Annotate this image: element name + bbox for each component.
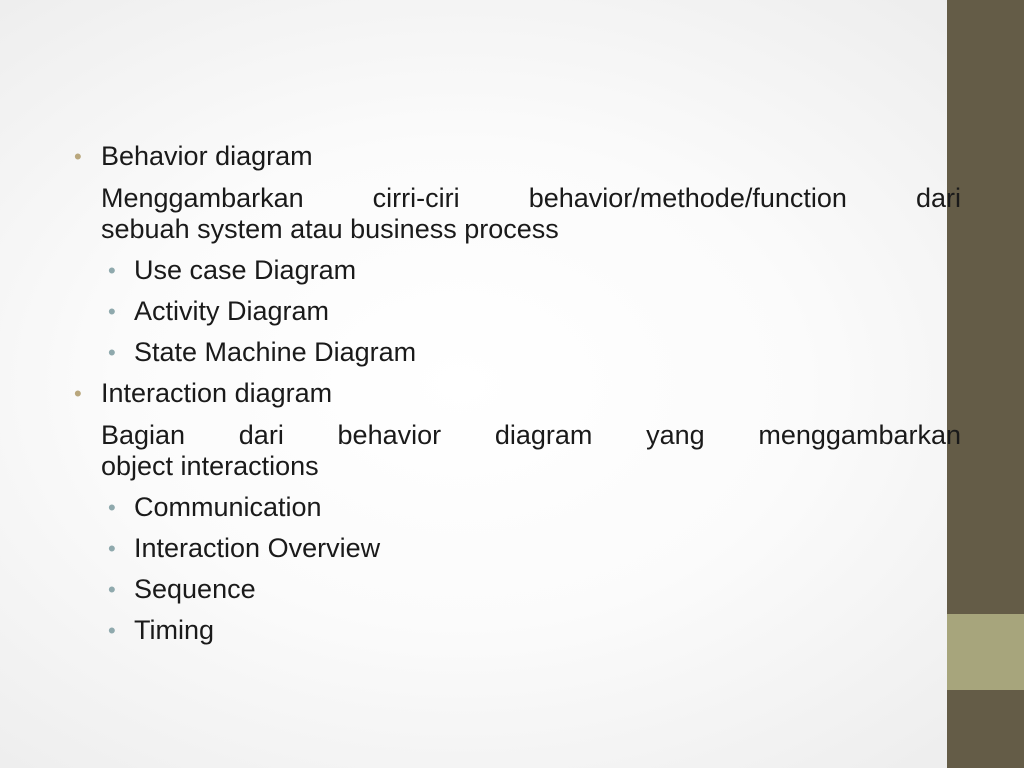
sub-bullet-icon: • [108, 495, 116, 520]
sub-bullet-label: Timing [134, 615, 215, 645]
sub-bullet-label: Sequence [134, 574, 256, 604]
bullet-interaction-diagram: • Interaction diagram [74, 378, 333, 409]
sub-bullet-sequence: • Sequence [108, 574, 256, 605]
sub-bullet-icon: • [108, 340, 116, 365]
interaction-description: Bagian dari behavior diagram yang mengga… [101, 420, 961, 482]
sub-bullet-label: Interaction Overview [134, 533, 381, 563]
description-line: Menggambarkan cirri-ciri behavior/method… [101, 183, 961, 213]
description-line: object interactions [101, 451, 319, 481]
sub-bullet-communication: • Communication [108, 492, 322, 523]
behavior-description: Menggambarkan cirri-ciri behavior/method… [101, 183, 961, 245]
description-line: sebuah system atau business process [101, 214, 559, 244]
sidebar-accent-block [947, 614, 1024, 690]
sub-bullet-interaction-overview: • Interaction Overview [108, 533, 381, 564]
sub-bullet-state-machine: • State Machine Diagram [108, 337, 417, 368]
sub-bullet-label: Use case Diagram [134, 255, 357, 285]
sub-bullet-icon: • [108, 299, 116, 324]
sub-bullet-icon: • [108, 577, 116, 602]
sub-bullet-use-case: • Use case Diagram [108, 255, 357, 286]
bullet-icon: • [74, 144, 82, 169]
sub-bullet-timing: • Timing [108, 615, 215, 646]
bullet-behavior-diagram: • Behavior diagram [74, 141, 313, 172]
sub-bullet-icon: • [108, 258, 116, 283]
sub-bullet-activity: • Activity Diagram [108, 296, 330, 327]
sub-bullet-label: State Machine Diagram [134, 337, 417, 367]
sub-bullet-label: Communication [134, 492, 322, 522]
description-line: Bagian dari behavior diagram yang mengga… [101, 420, 961, 450]
bullet-icon: • [74, 381, 82, 406]
sub-bullet-icon: • [108, 618, 116, 643]
sub-bullet-label: Activity Diagram [134, 296, 330, 326]
sub-bullet-icon: • [108, 536, 116, 561]
bullet-heading: Interaction diagram [101, 378, 333, 408]
bullet-heading: Behavior diagram [101, 141, 313, 171]
